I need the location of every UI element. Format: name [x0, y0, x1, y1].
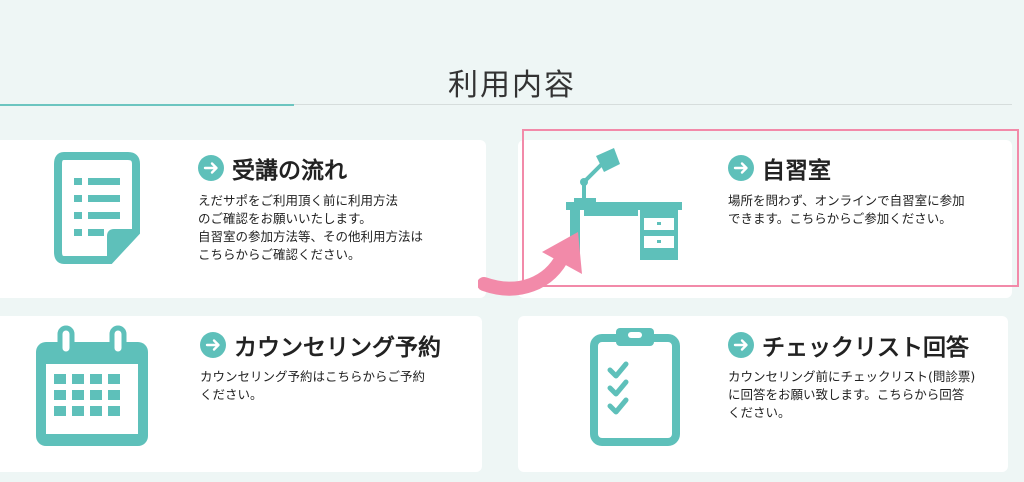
card-title: カウンセリング予約: [234, 335, 441, 361]
section-title: 利用内容: [448, 68, 576, 103]
card-title: 受講の流れ: [232, 158, 347, 184]
card-checklist-answer[interactable]: チェックリスト回答 カウンセリング前にチェックリスト(問診票) に回答をお願い致…: [518, 316, 1008, 472]
arrow-right-icon: [200, 332, 226, 358]
card-counseling-reservation[interactable]: カウンセリング予約 カウンセリング予約はこちらからご予約 ください。: [0, 316, 482, 472]
card-course-flow[interactable]: 受講の流れ えだサポをご利用頂く前に利用方法 のご確認をお願いいたします。 自習…: [0, 140, 486, 298]
card-description: カウンセリング前にチェックリスト(問診票) に回答をお願い致します。こちらから回…: [728, 369, 976, 420]
card-description: 場所を問わず、オンラインで自習室に参加 できます。こちらからご参加ください。: [728, 193, 965, 226]
card-study-room[interactable]: 自習室 場所を問わず、オンラインで自習室に参加 できます。こちらからご参加くださ…: [518, 140, 1012, 298]
arrow-right-icon: [728, 332, 754, 358]
arrow-right-icon: [198, 155, 224, 181]
clipboard-checklist-icon: [590, 322, 680, 450]
card-title: チェックリスト回答: [762, 335, 969, 361]
title-divider-accent: [0, 104, 294, 106]
card-description: カウンセリング予約はこちらからご予約 ください。: [200, 369, 426, 402]
card-title: 自習室: [762, 158, 831, 184]
document-list-icon: [54, 152, 150, 274]
calendar-icon: [32, 324, 152, 452]
arrow-right-icon: [728, 155, 754, 181]
card-description: えだサポをご利用頂く前に利用方法 のご確認をお願いいたします。 自習室の参加方法…: [198, 193, 424, 262]
pointer-arrow-icon: [477, 218, 598, 302]
title-divider: [0, 104, 1012, 105]
